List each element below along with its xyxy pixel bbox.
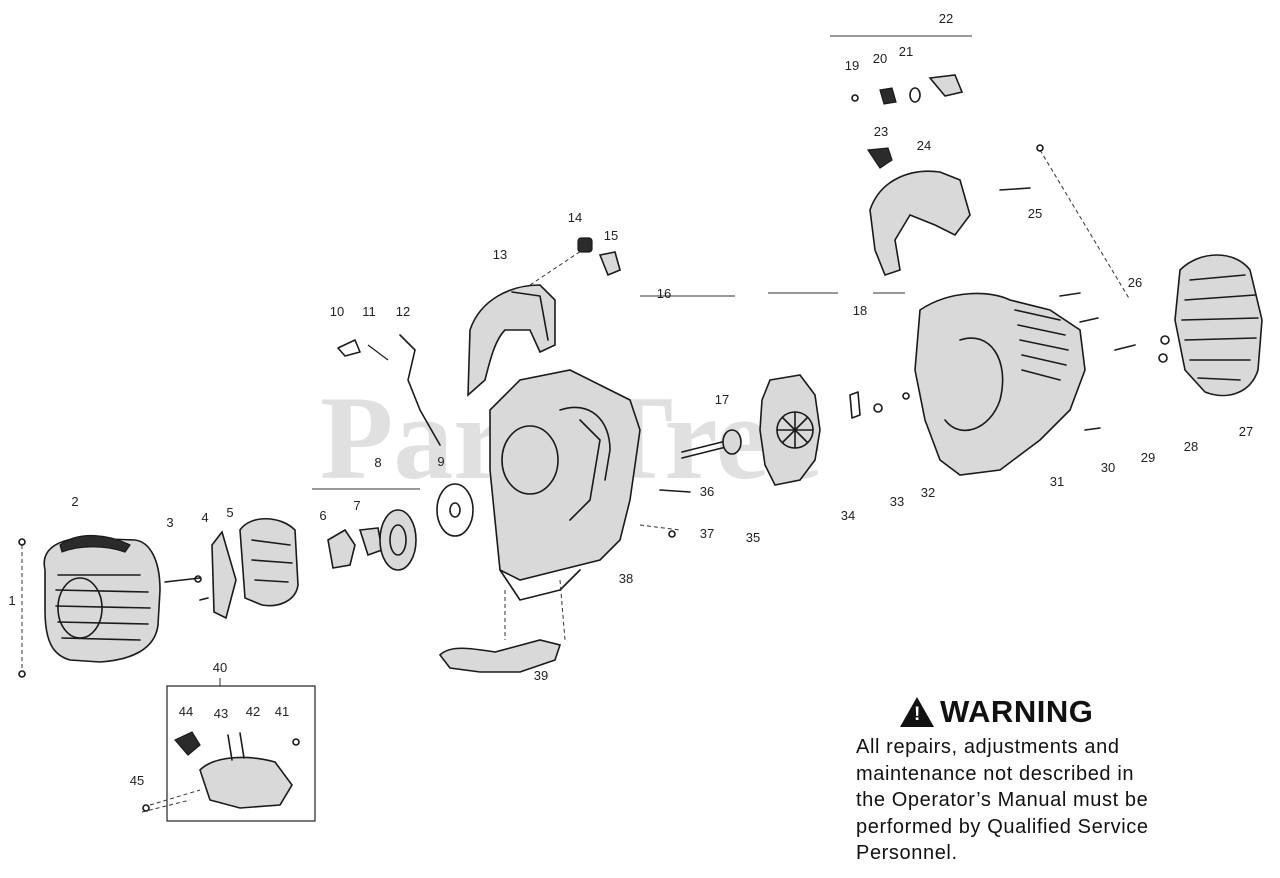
part-label-18: 18 [853,303,867,318]
part-label-7: 7 [353,498,360,513]
part-label-8: 8 [374,455,381,470]
part-label-15: 15 [604,228,618,243]
warning-title-text: WARNING [940,694,1094,729]
part-label-22: 22 [939,11,953,26]
blower-screws [1036,144,1136,431]
part-label-20: 20 [873,51,887,66]
filter-element [164,530,237,620]
part-label-14: 14 [568,210,582,225]
part-label-39: 39 [534,668,548,683]
fuel-tank-kit [141,731,300,813]
part-label-43: 43 [214,706,228,721]
carburetor-group [327,509,417,571]
part-label-23: 23 [874,124,888,139]
kit-box-40 [166,685,316,822]
part-label-32: 32 [921,485,935,500]
part-label-12: 12 [396,304,410,319]
gasket [436,483,474,537]
warning-line: All repairs, adjustments and [856,736,1120,758]
part-label-44: 44 [179,704,193,719]
warning-line: maintenance not described in [856,762,1135,785]
part-label-38: 38 [619,571,633,586]
throttle-linkage [337,334,441,446]
warning-body: All repairs, adjustments and maintenance… [856,734,1236,867]
part-label-9: 9 [437,454,444,469]
part-label-17: 17 [715,392,729,407]
part-label-31: 31 [1050,474,1064,489]
part-label-29: 29 [1141,450,1155,465]
part-label-11: 11 [362,304,376,319]
engine-housing [489,369,641,601]
part-label-35: 35 [746,530,760,545]
warning-exclamation: ! [914,704,921,725]
air-filter-cover [18,534,161,678]
part-label-13: 13 [493,247,507,262]
warning-line: Personnel. [856,842,958,864]
part-label-33: 33 [890,494,904,509]
part-label-1: 1 [8,593,15,608]
part-label-5: 5 [226,505,233,520]
intake-cover [1158,254,1263,397]
small-fittings [849,391,910,419]
shaft-and-spacer [639,429,742,538]
lower-handle [438,579,566,673]
upper-handle-group [851,74,1031,276]
warning-title: ! WARNING [900,694,1236,730]
part-label-42: 42 [246,704,260,719]
warning-notice: ! WARNING All repairs, adjustments and m… [856,694,1236,867]
part-label-36: 36 [700,484,714,499]
warning-line: performed by Qualified Service [856,815,1149,838]
part-label-37: 37 [700,526,714,541]
part-label-45: 45 [130,773,144,788]
part-label-21: 21 [899,44,913,59]
part-label-26: 26 [1128,275,1142,290]
blower-housing [914,292,1086,476]
part-label-34: 34 [841,508,855,523]
part-label-10: 10 [330,304,344,319]
part-label-19: 19 [845,58,859,73]
part-label-16: 16 [657,286,671,301]
part-label-30: 30 [1101,460,1115,475]
part-label-25: 25 [1028,206,1042,221]
part-label-6: 6 [319,508,326,523]
filter-housing [239,518,299,607]
part-label-41: 41 [275,704,289,719]
part-label-40: 40 [213,660,227,675]
part-label-28: 28 [1184,439,1198,454]
warning-line: the Operator’s Manual must be [856,789,1149,811]
part-label-4: 4 [201,510,208,525]
part-label-2: 2 [71,494,78,509]
part-label-3: 3 [166,515,173,530]
part-label-27: 27 [1239,424,1253,439]
impeller [759,374,821,486]
part-label-24: 24 [917,138,931,153]
handle [467,284,556,397]
warning-triangle-icon: ! [900,697,934,727]
stop-switch [529,237,621,286]
